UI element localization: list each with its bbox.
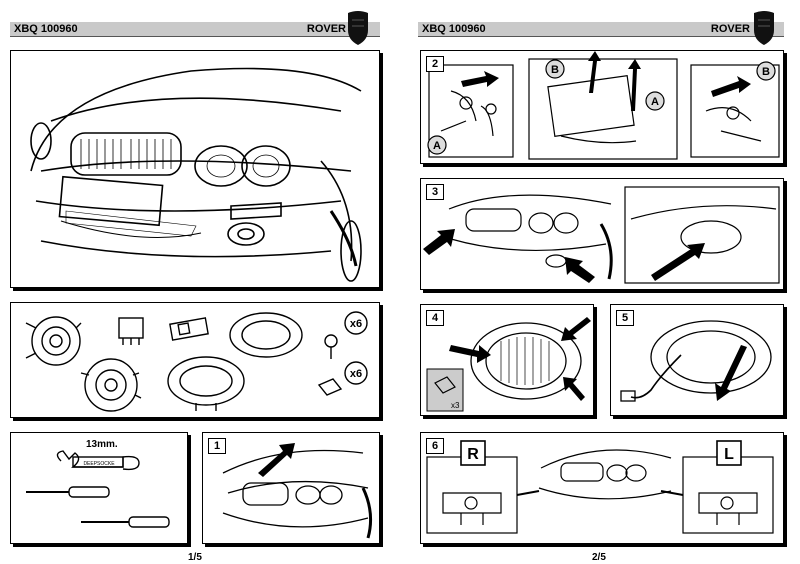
callout-a: A: [433, 140, 441, 152]
step-2-battery-disconnect-drawing: A B A B: [427, 51, 780, 160]
clip-qty-label: x6: [350, 368, 362, 380]
brand-name: ROVER: [306, 23, 346, 35]
parts-kit-drawing: x6 x6: [25, 311, 368, 412]
step-2-number: 2: [426, 56, 444, 72]
callout-b: B: [551, 64, 559, 76]
step-5-panel: 5: [610, 304, 784, 416]
brand-name: ROVER: [710, 23, 750, 35]
step-5-number: 5: [616, 310, 634, 326]
step-6-panel: 6 R L: [420, 432, 784, 544]
part-number: XBQ 100960: [14, 23, 78, 35]
left-side-label: L: [724, 446, 734, 463]
callout-b: B: [762, 66, 770, 78]
step-1-bonnet-open-drawing: [222, 443, 373, 539]
step-6-number: 6: [426, 438, 444, 454]
right-side-label: R: [467, 446, 479, 463]
part-number: XBQ 100960: [422, 23, 486, 35]
rover-shield-logo: [754, 11, 774, 45]
right-page-number: 2/5: [592, 552, 606, 563]
step-1-number: 1: [208, 438, 226, 454]
step-3-number: 3: [426, 184, 444, 200]
left-page-number: 1/5: [188, 552, 202, 563]
parts-kit-panel: x6 x6: [10, 302, 380, 418]
spanner-marking: DEEPSOCKE: [83, 461, 115, 467]
step-6-lamp-sides-drawing: R L: [426, 440, 774, 534]
right-header-bar: XBQ 100960 ROVER: [418, 22, 784, 37]
screw-qty-label: x6: [350, 318, 362, 330]
step-3-remove-blanking-drawing: [423, 186, 780, 284]
step-4-fit-lamp-drawing: x3: [426, 317, 591, 412]
step-4-panel: 4 x3: [420, 304, 594, 416]
step-4-number: 4: [426, 310, 444, 326]
step-3-panel: 3: [420, 178, 784, 290]
step-2-panel: 2 A B A B: [420, 50, 784, 164]
step-5-connect-wiring-drawing: [620, 320, 772, 402]
step-1-panel: 1: [202, 432, 380, 544]
spanner-size-label: 13mm.: [86, 439, 118, 450]
car-front-illustration-panel: [10, 50, 380, 288]
callout-a: A: [651, 96, 659, 108]
car-front-drawing: [30, 67, 362, 282]
left-header-bar: XBQ 100960 ROVER: [10, 22, 380, 37]
tools-panel: 13mm. DEEPSOCKE: [10, 432, 188, 544]
clip-qty-label: x3: [451, 401, 460, 410]
rover-shield-logo: [348, 11, 368, 45]
tools-drawing: 13mm. DEEPSOCKE: [26, 439, 170, 528]
